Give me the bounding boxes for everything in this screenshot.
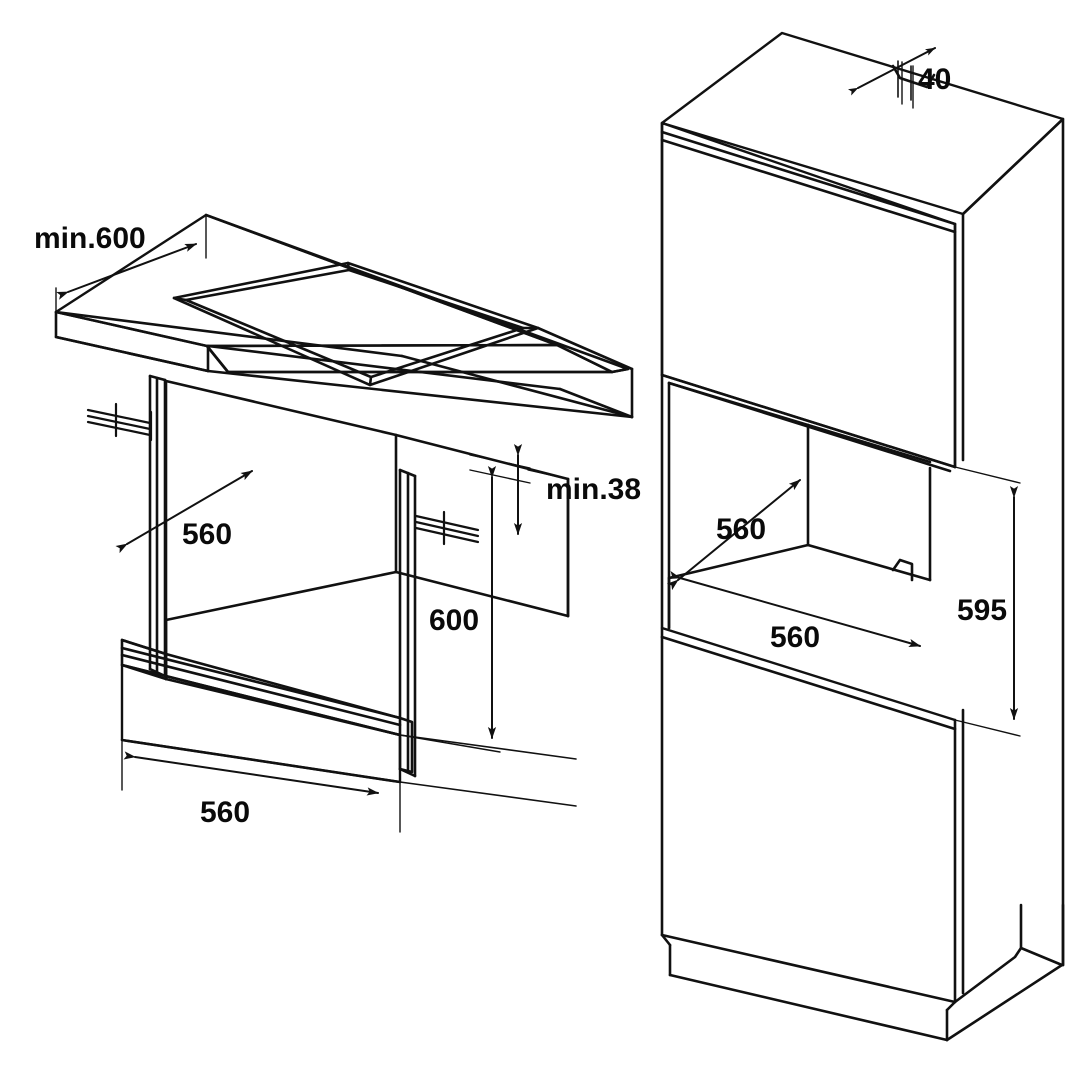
right-view-extension-lines <box>901 61 1021 737</box>
dimension-label-niche-depth-right: 560 <box>716 513 767 546</box>
dim-min600 <box>56 243 197 300</box>
dimension-label-niche-height-right: 595 <box>957 594 1008 627</box>
dimension-label-niche-height-left: 600 <box>429 604 480 637</box>
left-view-undercounter <box>54 213 634 807</box>
dim-560-width-right <box>668 571 921 647</box>
dimension-label-niche-width-left: 560 <box>200 796 251 829</box>
dimension-label-top-vent-40: 40 <box>918 63 952 96</box>
dimension-label-min38: min.38 <box>546 473 642 506</box>
left-view-extension-lines <box>55 214 569 833</box>
dimension-label-niche-width-right: 560 <box>770 621 821 654</box>
dimension-label-niche-depth-left: 560 <box>182 518 233 551</box>
dim-40-top <box>847 47 936 101</box>
dim-560-depth-right <box>666 479 801 591</box>
dimension-label-min600: min.600 <box>34 222 146 255</box>
dim-560-depth-left <box>115 470 253 554</box>
dim-560-width-left <box>123 751 379 796</box>
